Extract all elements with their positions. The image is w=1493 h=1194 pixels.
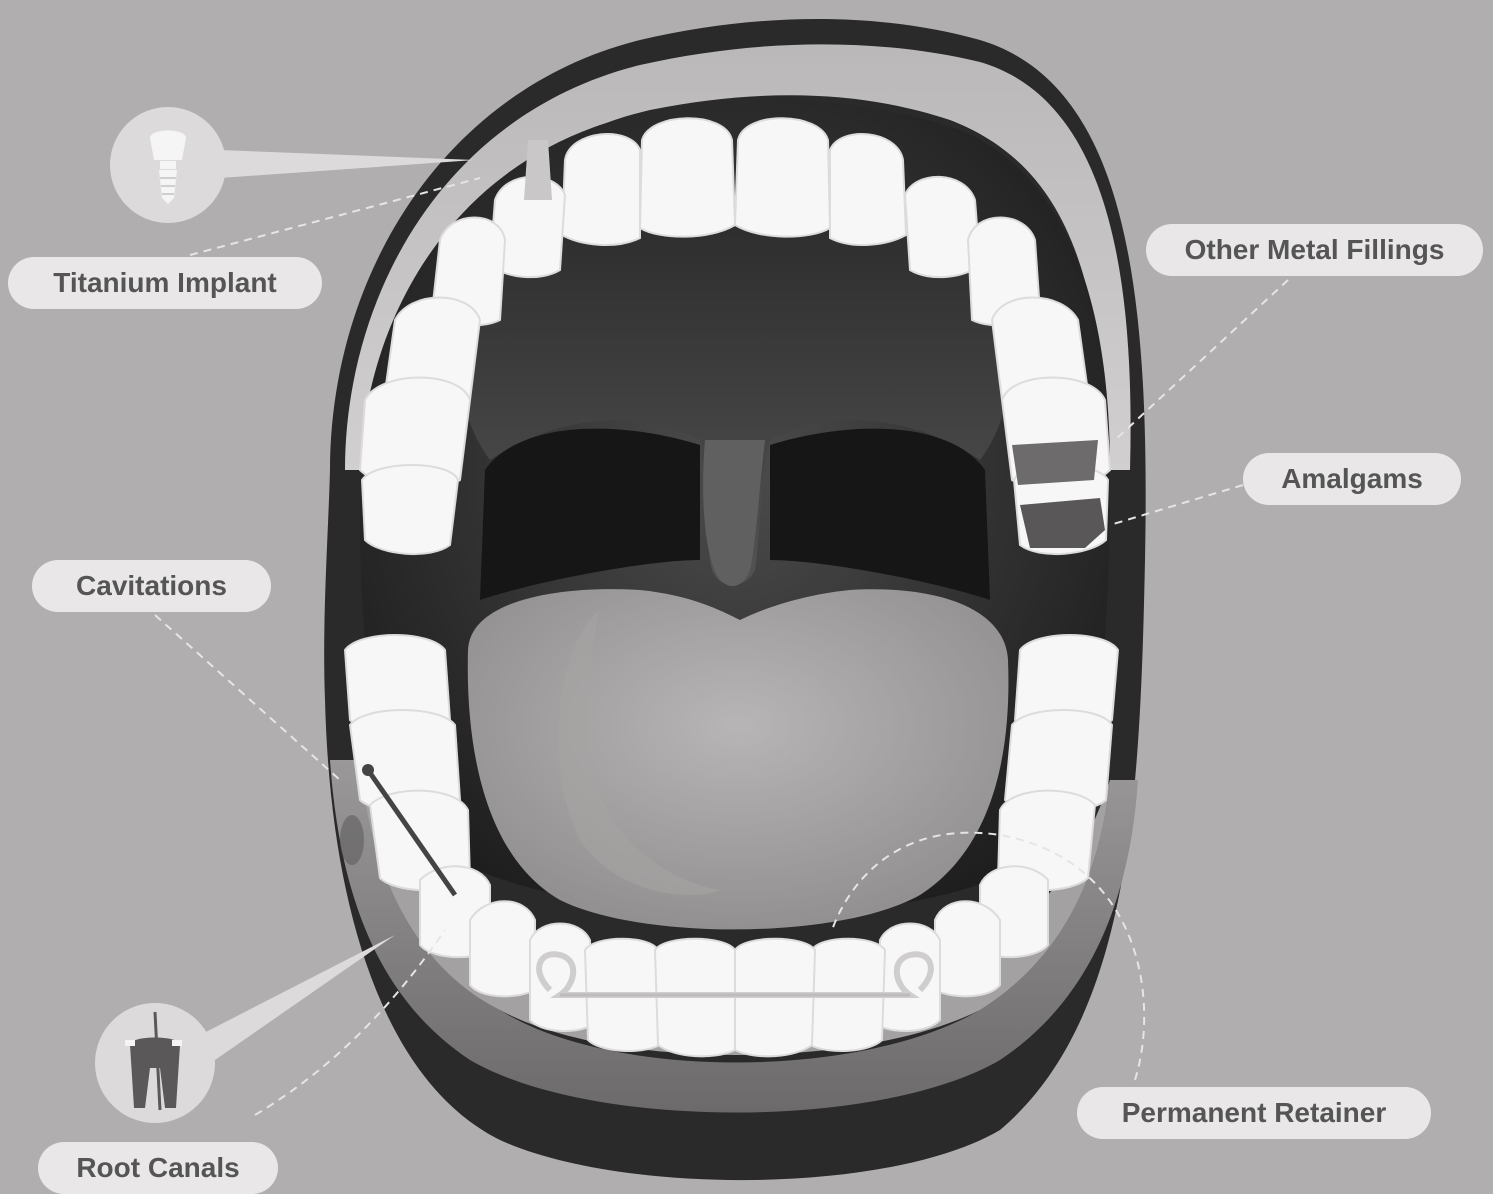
amalgam-filling (1020, 498, 1105, 548)
cavitations-leader (155, 615, 340, 780)
titanium-implant-label: Titanium Implant (8, 257, 322, 309)
cavitation-spot (340, 815, 364, 865)
tooth (830, 134, 906, 245)
other-metal-filling (1012, 440, 1098, 485)
tooth (640, 118, 735, 236)
tooth (470, 901, 535, 996)
cavitations-label: Cavitations (32, 560, 271, 612)
tooth (562, 134, 640, 245)
implant-on-gum (524, 140, 552, 200)
permanent-retainer-label: Permanent Retainer (1077, 1087, 1431, 1139)
amalgams-label: Amalgams (1243, 453, 1461, 505)
tooth (735, 118, 830, 236)
tongue (468, 589, 1009, 929)
tooth (362, 465, 458, 554)
root-canals-label: Root Canals (38, 1142, 278, 1194)
tooth (935, 901, 1000, 996)
other-metal-fillings-label: Other Metal Fillings (1146, 224, 1483, 276)
root-canal-callout-pointer (200, 935, 395, 1060)
